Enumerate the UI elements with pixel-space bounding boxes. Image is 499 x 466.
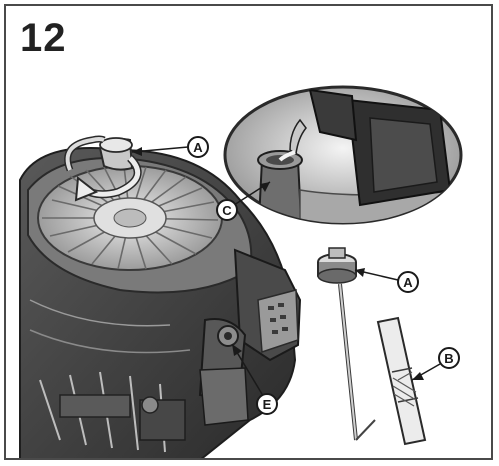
dipstick-cap-installed — [98, 137, 134, 171]
callout-b-label: B — [444, 351, 453, 366]
callout-b: B — [411, 347, 460, 381]
engine-body — [19, 147, 302, 458]
oil-level-marks-icon — [376, 316, 427, 446]
callout-e-label: E — [263, 397, 272, 412]
rotate-arrow-icon — [64, 135, 142, 202]
callout-e: E — [231, 343, 278, 415]
magnified-inset — [223, 85, 463, 225]
dipstick-icon — [317, 247, 376, 441]
callout-a-top: A — [131, 136, 209, 158]
callout-a-right-label: A — [403, 275, 413, 290]
step-number: 12 — [20, 16, 67, 60]
callout-a-top-label: A — [193, 140, 203, 155]
callout-a-right: A — [354, 268, 419, 293]
callout-c-label: C — [222, 203, 232, 218]
callout-c: C — [216, 181, 271, 221]
oil-bottle-icon — [289, 88, 452, 207]
